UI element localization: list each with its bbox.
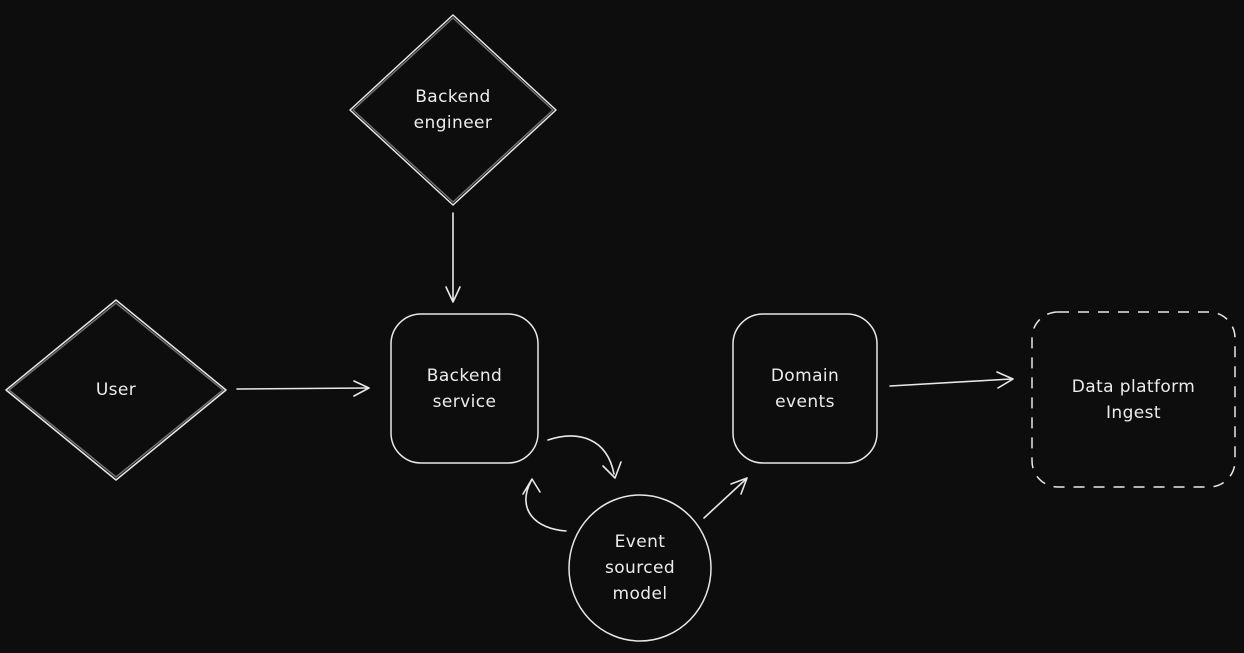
label-line: Ingest [1106,402,1161,423]
label-line: sourced [604,558,676,578]
node-domain-events[interactable]: Domain events [731,312,879,465]
label-line: service [432,391,497,412]
arrow-user-to-backend-service [236,380,370,397]
label-line: model [612,584,668,604]
node-label: Event sourced model [605,529,675,607]
node-data-platform-ingest[interactable]: Data platform Ingest [1030,310,1237,489]
node-label: Backend engineer [414,84,493,136]
label-line: Event [614,532,666,552]
diamond-shape [349,14,557,206]
node-label: Backend service [427,363,503,415]
arrow-domain-events-to-data-platform-ingest [889,371,1014,389]
label-line: Backend [415,87,491,107]
label-line: Backend [426,365,503,386]
arrow-event-sourced-model-to-domain-events [703,477,748,519]
node-event-sourced-model[interactable]: Event sourced model [566,492,714,644]
node-label: Domain events [771,363,839,415]
node-user[interactable]: User [3,297,229,483]
circle-shape [568,494,712,642]
dashed-rounded-rect-shape [1031,311,1236,488]
rounded-rect-shape [390,313,539,464]
arrow-event-sourced-model-to-backend-service [522,478,567,532]
arrow-backend-service-to-event-sourced-model [547,435,622,479]
label-line: Data platform [1071,376,1196,397]
label-line: events [775,391,835,412]
label-line: User [95,380,137,400]
node-backend-engineer[interactable]: Backend engineer [347,12,559,208]
label-line: Domain [770,365,840,386]
rounded-rect-shape [732,313,878,464]
diamond-shape [5,299,227,481]
node-backend-service[interactable]: Backend service [389,312,540,465]
node-label: User [96,377,136,403]
arrow-backend-engineer-to-backend-service [445,212,461,303]
node-label: Data platform Ingest [1072,374,1195,426]
label-line: engineer [413,113,493,133]
